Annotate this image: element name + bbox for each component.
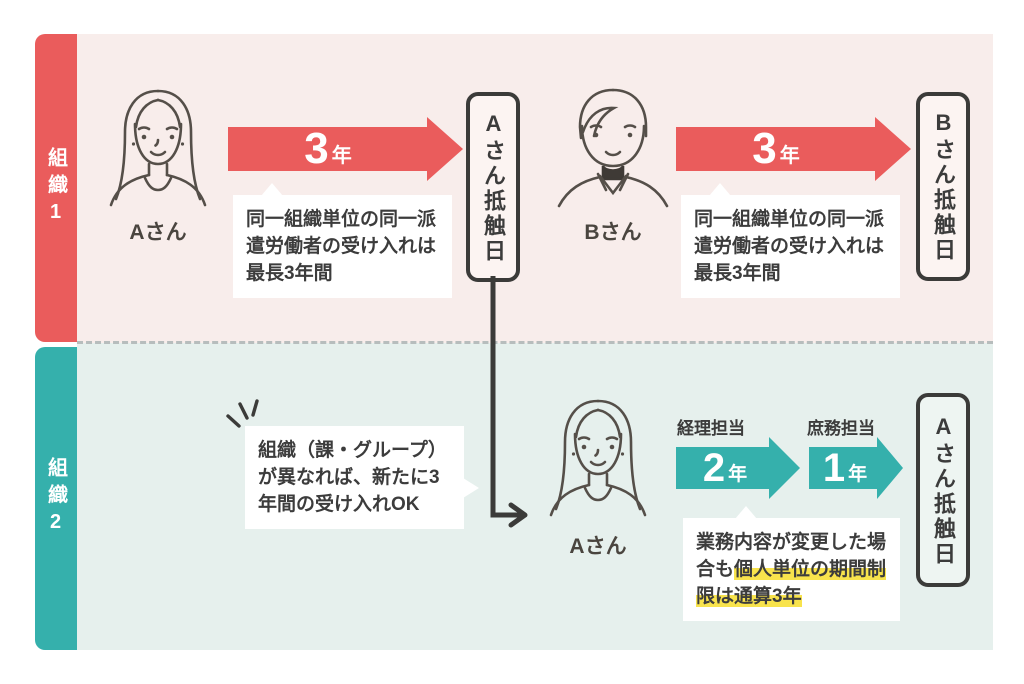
arrow-1year: 1 年 (809, 437, 903, 499)
emphasis-marks-icon (224, 398, 268, 445)
sidebar-tab-org2: 組織2 (35, 347, 77, 650)
person-a-name: Aさん (129, 221, 187, 244)
org1-rule-note-a: 同一組織単位の同一派遣労働者の受け入れは最長3年間 (233, 183, 452, 298)
duty-label-general-affairs: 庶務担当 (807, 419, 875, 438)
person-a-avatar-icon (103, 86, 213, 226)
arrow-3years-a: 3 年 (228, 117, 463, 181)
bubble-pointer (463, 478, 479, 498)
deadline-box-a-org1: Aさん抵触日 (466, 92, 520, 282)
org2-bubble-note: 組織（課・グループ）が異なれば、新たに3年間の受け入れOK (245, 426, 479, 529)
person-a2-avatar-icon (543, 396, 653, 536)
arrow-1year-label: 1 年 (822, 446, 868, 490)
arrow-3years-a-label: 3 年 (304, 124, 352, 173)
callout-pointer (709, 183, 731, 196)
sidebar-tab-org1: 組織1 (35, 34, 77, 342)
connector-arrow (479, 275, 541, 533)
arrow-2years-label: 2 年 (702, 446, 748, 490)
person-a2-name: Aさん (569, 535, 627, 558)
callout-pointer (261, 183, 283, 196)
deadline-box-a-org2: Aさん抵触日 (916, 393, 970, 587)
deadline-box-b-org1: Bさん抵触日 (916, 92, 970, 281)
org1-tab-label: 組織1 (44, 146, 67, 230)
person-b-avatar-icon (548, 82, 678, 227)
arrow-3years-b-label: 3 年 (752, 124, 800, 173)
arrow-2years: 2 年 (676, 437, 800, 499)
arrow-3years-b: 3 年 (676, 117, 911, 181)
org2-tab-label: 組織2 (44, 457, 67, 540)
org1-rule-note-b: 同一組織単位の同一派遣労働者の受け入れは最長3年間 (681, 183, 900, 298)
section-divider (77, 341, 993, 344)
callout-pointer (735, 506, 757, 519)
duty-label-accounting: 経理担当 (677, 419, 745, 438)
person-b-name: Bさん (584, 221, 642, 244)
org2-rule-note: 業務内容が変更した場合も個人単位の期間制限は通算3年 (683, 506, 900, 621)
